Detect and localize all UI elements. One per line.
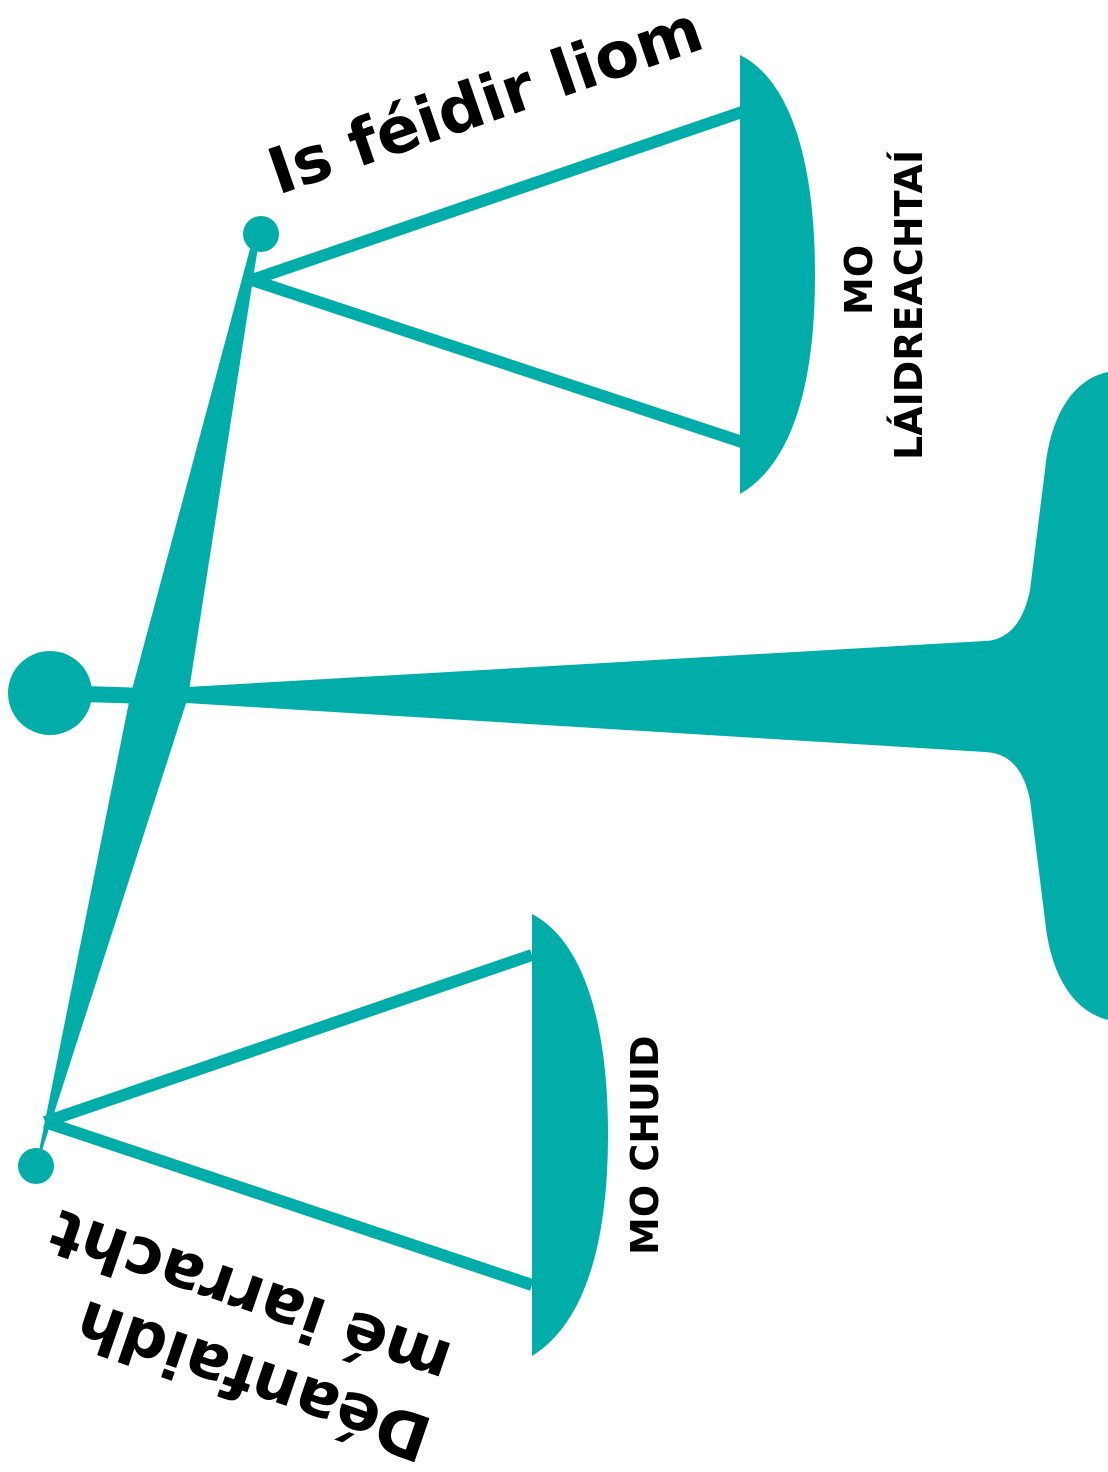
beam-end-upper-knob (243, 216, 279, 252)
upper-pan-label-line2: LÁIDREACHTAÍ (887, 150, 931, 460)
upper-pan-label-line1: MO (837, 245, 881, 315)
lower-pan (532, 914, 608, 1356)
upper-pan (740, 55, 815, 494)
upper-pan-string-2 (252, 280, 742, 442)
lower-pan-label: MO CHUID (623, 1035, 667, 1255)
scale-base (170, 372, 1108, 1020)
lower-pan-string-1 (45, 955, 532, 1122)
upper-phrase: Is féidir liom (259, 0, 712, 210)
beam-end-lower-knob (18, 1148, 54, 1184)
